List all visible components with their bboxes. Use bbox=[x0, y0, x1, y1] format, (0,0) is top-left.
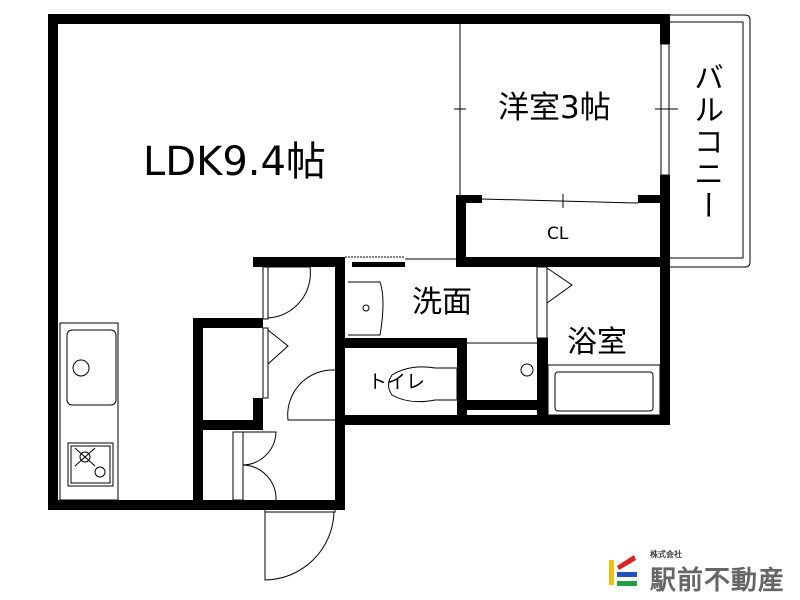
room-label-bathroom: 浴室 bbox=[567, 325, 627, 360]
room-label-balcony: バルコニー bbox=[688, 62, 723, 222]
logo-company-name: 駅前不動産 bbox=[650, 566, 786, 596]
walls bbox=[48, 14, 670, 510]
room-label-closet: CL bbox=[547, 224, 569, 244]
room-label-western-room: 洋室3帖 bbox=[498, 90, 611, 126]
room-label-washroom: 洗面 bbox=[412, 285, 472, 320]
room-label-toilet: トイレ bbox=[368, 371, 426, 393]
logo-company-type: 株式会社 bbox=[650, 550, 682, 559]
logo-mark bbox=[609, 555, 637, 586]
room-label-ldk: LDK9.4帖 bbox=[143, 139, 326, 185]
fixtures bbox=[59, 14, 751, 581]
